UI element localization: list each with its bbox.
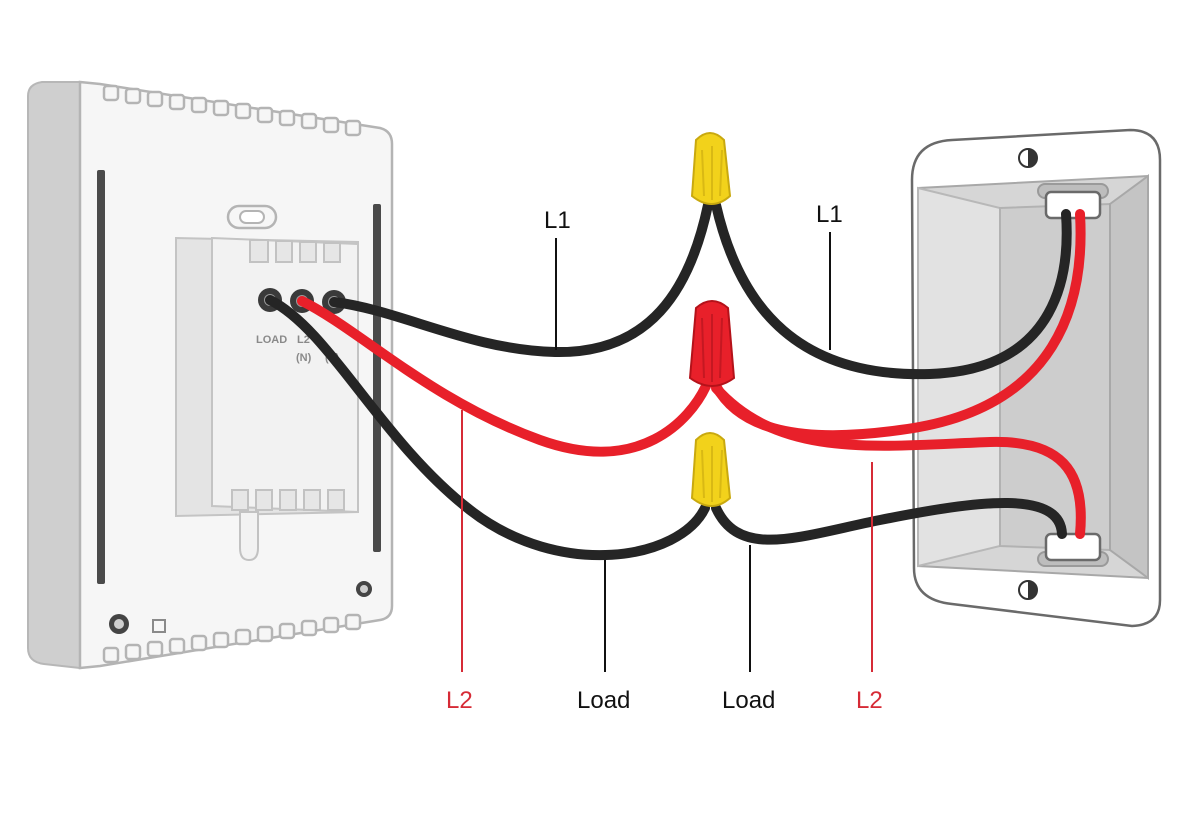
- terminal-label-l2: L2: [297, 334, 310, 346]
- mounting-screw-bottom-right: [356, 581, 372, 597]
- wires: [265, 200, 1086, 561]
- cable-clamp-bottom: [1037, 532, 1109, 567]
- wire-nut-bottom-yellow: [690, 432, 732, 507]
- device-back-plate: LOAD L2 (N) (L): [27, 80, 394, 670]
- box-screw-bottom: [1018, 580, 1038, 600]
- wire-l1-device: [329, 200, 713, 358]
- relay-module: [175, 204, 359, 562]
- label-l2-right: L2: [856, 687, 883, 714]
- wire-nut-top-yellow: [690, 132, 732, 205]
- wire-nut-middle-red: [688, 300, 736, 387]
- label-l1-left: L1: [544, 207, 571, 234]
- wire-load-device: [265, 295, 710, 561]
- mounting-screw-bottom-left: [109, 614, 129, 634]
- wire-l2-device: [297, 296, 711, 457]
- label-l1-right: L1: [816, 201, 843, 228]
- wire-l2-box-bottom: [711, 383, 1086, 539]
- electrical-box: [910, 128, 1162, 628]
- leader-lines: [461, 232, 873, 672]
- cable-clamp-top: [1037, 183, 1109, 220]
- right-slot: [373, 204, 381, 552]
- label-load-left: Load: [577, 687, 630, 714]
- box-screw-top: [1018, 148, 1038, 168]
- left-slot: [97, 170, 105, 584]
- wire-l1-box: [711, 200, 1072, 380]
- terminal-label-load: LOAD: [256, 334, 287, 346]
- wire-load-box: [711, 498, 1067, 545]
- top-vent-teeth: [102, 84, 362, 137]
- terminal-label-n: (N): [296, 352, 312, 364]
- bottom-vent-teeth: [102, 613, 362, 664]
- small-square-mark: [152, 619, 166, 633]
- label-load-right: Load: [722, 687, 775, 714]
- label-l2-left: L2: [446, 687, 473, 714]
